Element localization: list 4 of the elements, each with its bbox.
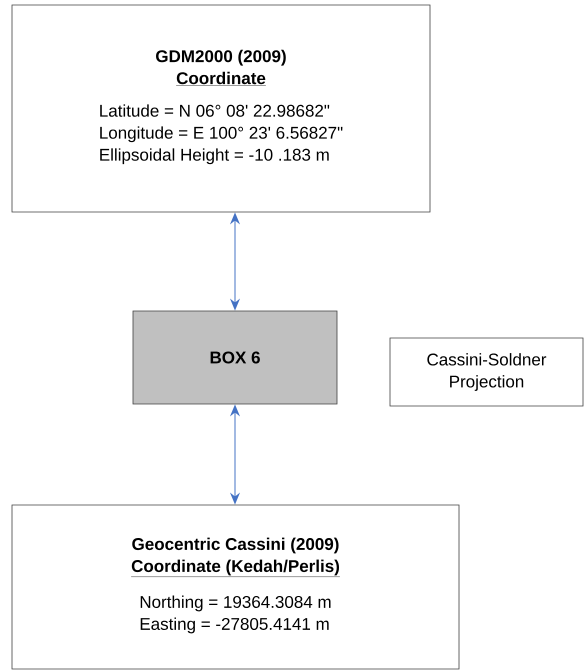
note-box: Cassini-Soldner Projection — [390, 338, 584, 406]
process-box: BOX 6 — [132, 310, 338, 404]
coordinate-box: Geocentric Cassini (2009) Coordinate (Kedah/Perlis) Northing = 19364.3084 m Easting = -27805.4141 m — [12, 504, 460, 670]
coordinate-box: GDM2000 (2009) Coordinate Latitude = N 06° 08' 22.98682" Longitude = E 100° 23' 6.56827" Ellipsoidal Height = -10 .183 m — [12, 4, 430, 212]
